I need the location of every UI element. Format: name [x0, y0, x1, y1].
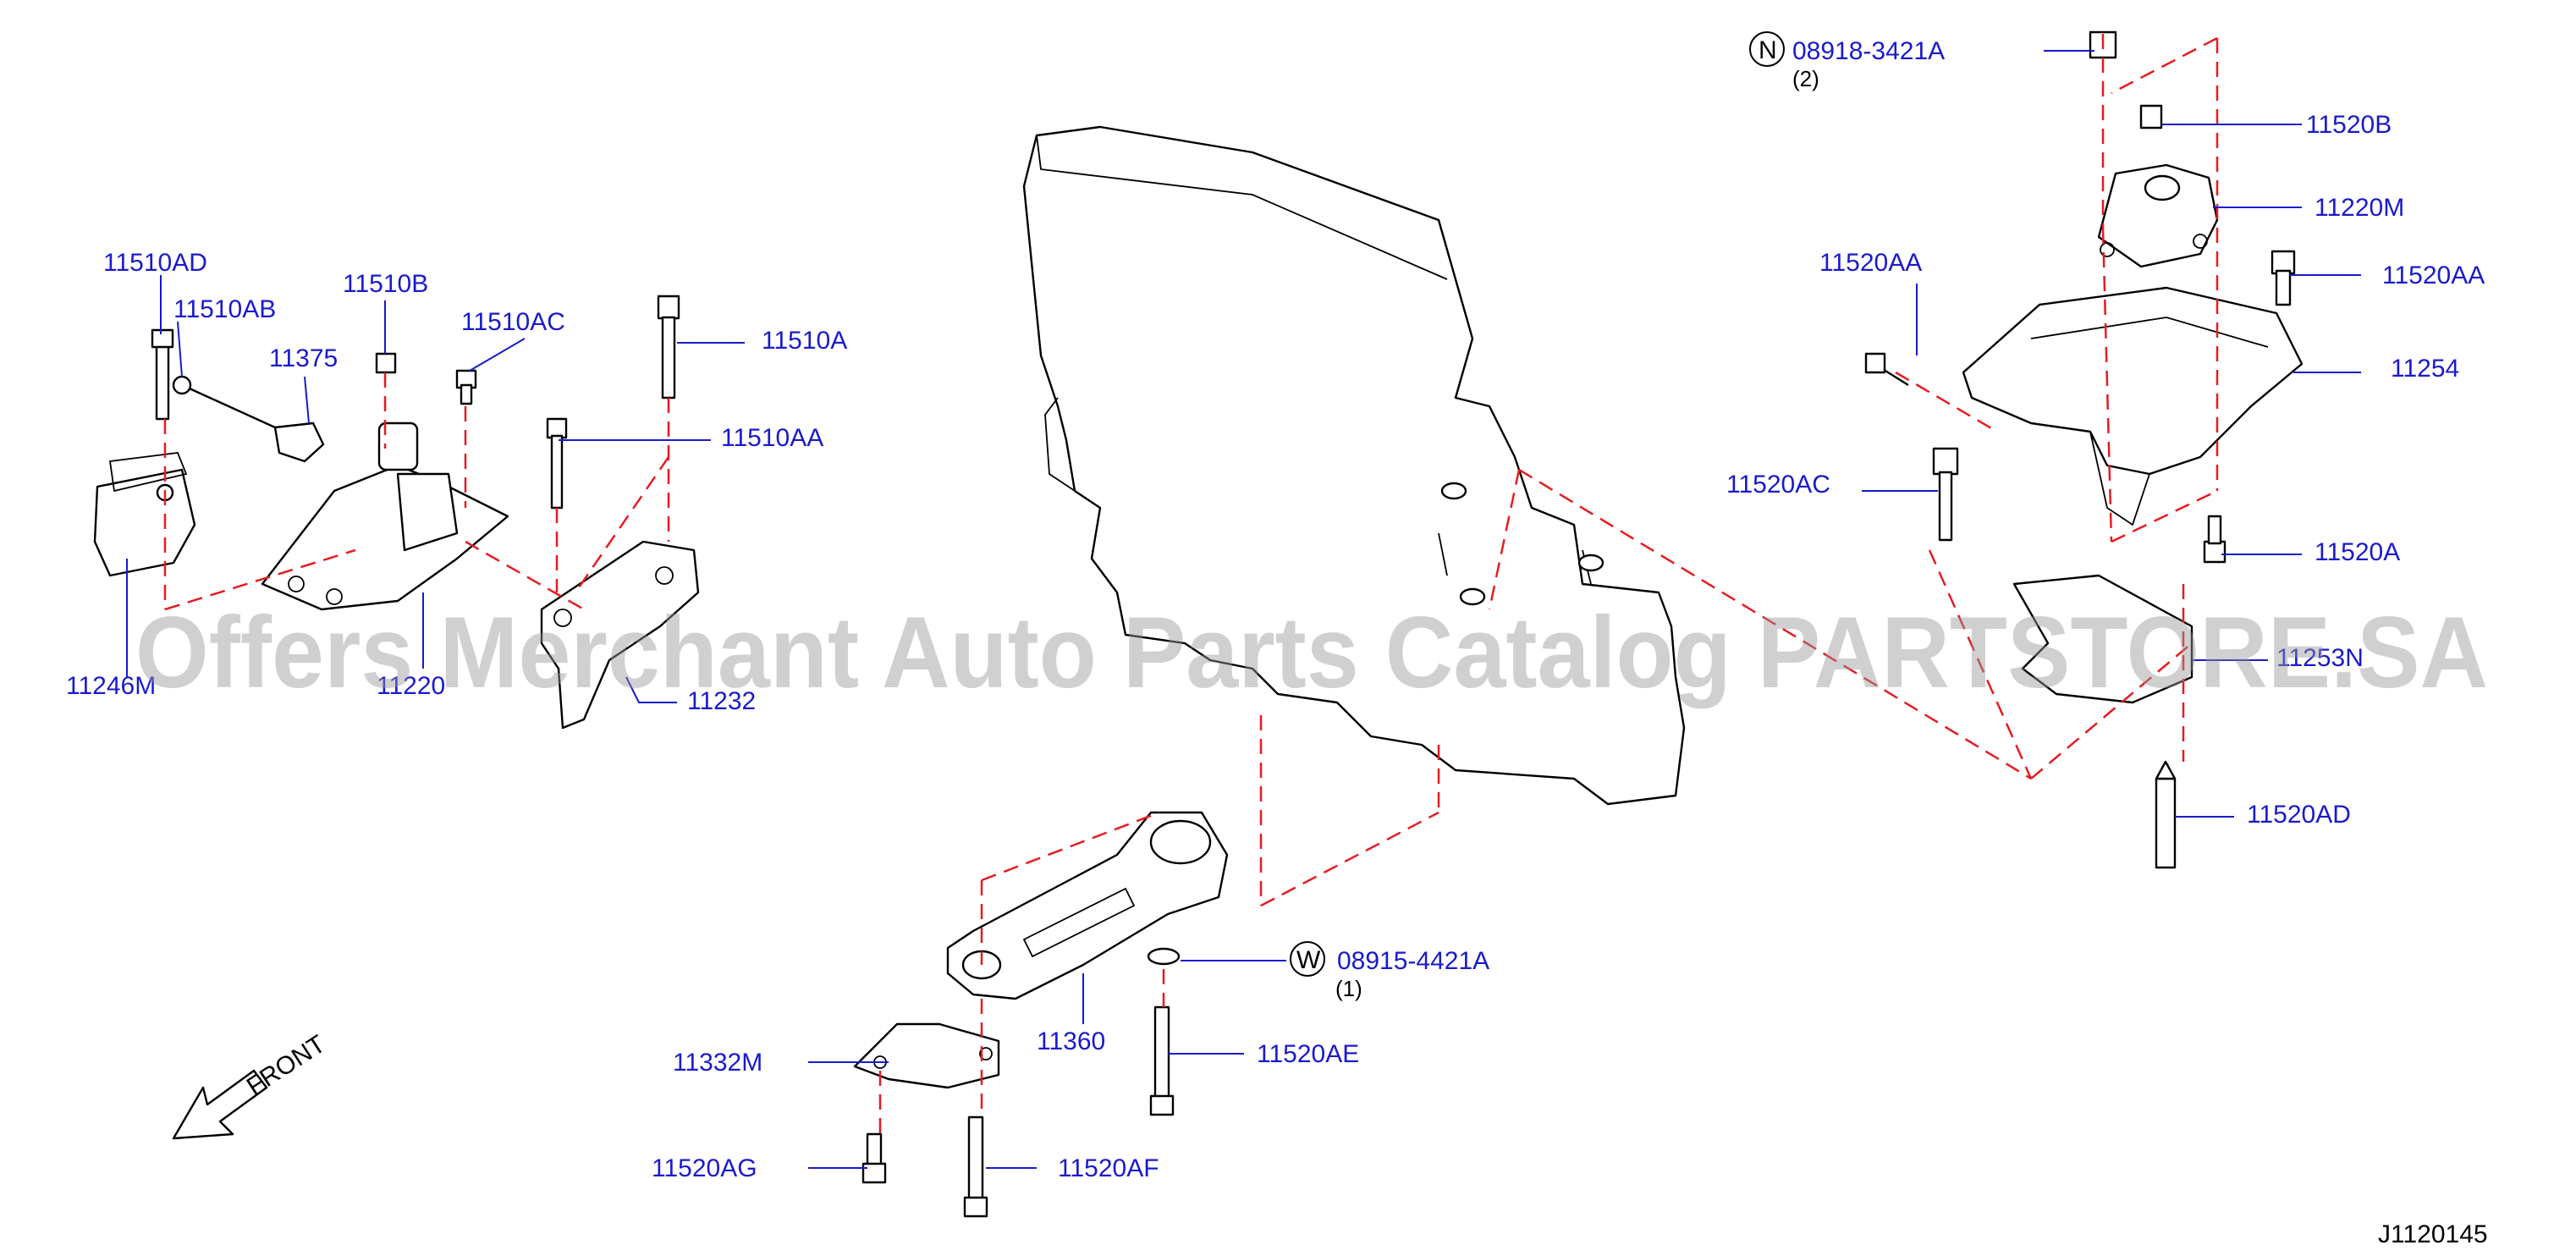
label-11332m[interactable]: 11332M	[673, 1049, 762, 1077]
part-11232[interactable]	[540, 540, 700, 730]
part-labels: 11510AD 11510AB 11375 11510B 11510AC 115…	[66, 31, 2485, 1182]
label-11510aa[interactable]: 11510AA	[721, 424, 823, 452]
right-dash-lines	[1488, 34, 2219, 780]
part-11220m[interactable]	[2097, 163, 2219, 268]
front-label: FRONT	[242, 1030, 331, 1101]
label-11520a[interactable]: 11520A	[2315, 538, 2400, 566]
label-11520ag[interactable]: 11520AG	[652, 1154, 757, 1182]
front-arrow: FRONT	[172, 1030, 331, 1140]
svg-text:N: N	[1759, 36, 1777, 64]
label-11375[interactable]: 11375	[269, 344, 338, 372]
label-11510ab[interactable]: 11510AB	[173, 295, 276, 323]
label-11520aa-right[interactable]: 11520AA	[2382, 262, 2485, 289]
part-11332m[interactable]	[853, 1022, 1000, 1089]
label-11520b[interactable]: 11520B	[2306, 111, 2392, 139]
left-mount-group	[93, 295, 700, 730]
label-11520af[interactable]: 11520AF	[1058, 1154, 1159, 1182]
right-mount-group	[1864, 30, 2304, 869]
label-11253n[interactable]: 11253N	[2276, 644, 2364, 672]
label-11510b[interactable]: 11510B	[343, 270, 428, 298]
part-11253n[interactable]	[2012, 574, 2193, 704]
label-08918-qty: (2)	[1792, 66, 1819, 91]
engine-outline	[1022, 125, 1686, 806]
note-symbol-w: W	[1290, 941, 1325, 977]
part-11254[interactable]	[1962, 286, 2304, 476]
watermark-text: Offers Merchant Auto Parts Catalog PARTS…	[135, 596, 2488, 709]
label-11520aa-left[interactable]: 11520AA	[1819, 249, 1922, 277]
label-08915-4421a[interactable]: 08915-4421A	[1337, 947, 1489, 975]
label-11520ae[interactable]: 11520AE	[1257, 1040, 1359, 1068]
label-11520ad[interactable]: 11520AD	[2247, 801, 2351, 829]
part-11220[interactable]	[261, 464, 509, 611]
label-11254[interactable]: 11254	[2391, 355, 2459, 383]
diagram-id: J1120145	[2378, 1220, 2488, 1248]
label-11360[interactable]: 11360	[1037, 1027, 1105, 1055]
leader-lines	[126, 50, 2361, 1169]
label-11246m[interactable]: 11246M	[66, 672, 156, 700]
part-11375[interactable]	[273, 421, 325, 463]
label-08915-qty: (1)	[1335, 976, 1362, 1001]
label-11510ac[interactable]: 11510AC	[461, 308, 565, 336]
part-11246m[interactable]	[93, 468, 196, 577]
label-11510ad[interactable]: 11510AD	[103, 249, 207, 277]
label-11220m[interactable]: 11220M	[2315, 194, 2404, 222]
label-11232[interactable]: 11232	[687, 687, 756, 715]
label-11220[interactable]: 11220	[377, 672, 445, 700]
bottom-dash-lines	[878, 715, 1440, 1134]
note-symbol-n: N	[1749, 31, 1785, 67]
label-08918-3421a[interactable]: 08918-3421A	[1792, 37, 1945, 65]
part-11360[interactable]	[946, 811, 1229, 1000]
label-11520ac[interactable]: 11520AC	[1726, 471, 1830, 499]
bottom-mount-group	[853, 811, 1229, 1218]
svg-text:W: W	[1296, 946, 1321, 974]
left-dash-lines	[163, 372, 670, 611]
label-11510a[interactable]: 11510A	[762, 327, 847, 355]
